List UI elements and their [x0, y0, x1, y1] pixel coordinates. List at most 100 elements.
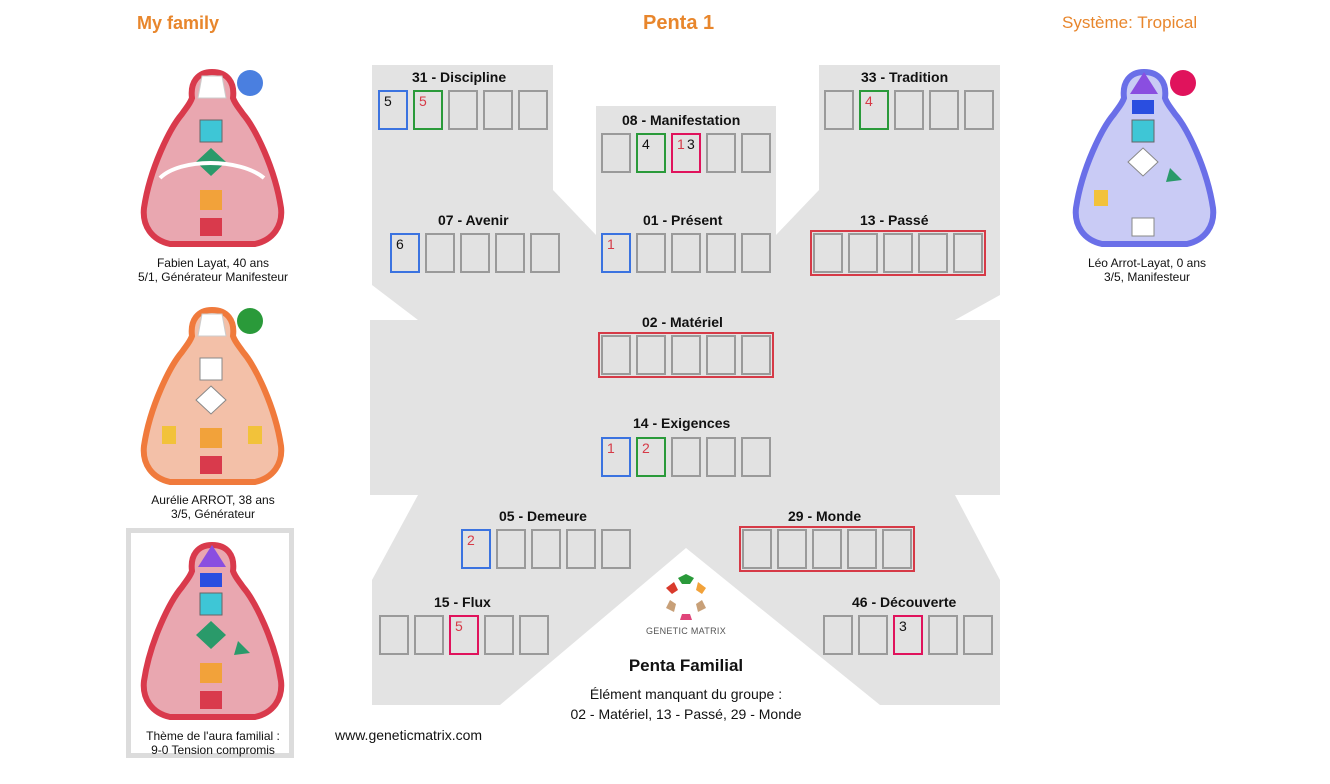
gate-box[interactable] [519, 615, 549, 655]
gate-box[interactable] [894, 90, 924, 130]
gate-29-title: 29 - Monde [788, 508, 862, 524]
gate-46-boxes: 3 [823, 615, 993, 655]
gate-box[interactable] [741, 233, 771, 273]
gate-33-boxes: 4 [824, 90, 994, 130]
gate-box[interactable] [953, 233, 983, 273]
gate-box[interactable] [847, 529, 877, 569]
line-number: 5 [419, 93, 427, 109]
person-fabien[interactable]: Fabien Layat, 40 ans 5/1, Générateur Man… [123, 256, 303, 284]
person-leo[interactable]: Léo Arrot-Layat, 0 ans 3/5, Manifesteur [1057, 256, 1237, 284]
gate-box[interactable]: 5 [413, 90, 443, 130]
gate-box[interactable]: 1 [601, 437, 631, 477]
line-number: 6 [396, 236, 404, 252]
logo-text: GENETIC MATRIX [645, 626, 727, 636]
gate-box[interactable] [741, 133, 771, 173]
gate-box[interactable] [636, 233, 666, 273]
gate-box[interactable] [636, 335, 666, 375]
gate-box[interactable] [414, 615, 444, 655]
gate-box[interactable] [742, 529, 772, 569]
line-number: 1 [607, 440, 615, 456]
gate-box[interactable]: 2 [461, 529, 491, 569]
person-type: 3/5, Générateur [170, 507, 256, 521]
gate-05-boxes: 2 [461, 529, 631, 569]
gate-14-title: 14 - Exigences [633, 415, 731, 431]
gate-box[interactable] [824, 90, 854, 130]
gate-box[interactable] [601, 529, 631, 569]
gate-box[interactable] [518, 90, 548, 130]
gate-box[interactable] [531, 529, 561, 569]
gate-box[interactable] [858, 615, 888, 655]
gate-box[interactable] [706, 335, 736, 375]
gate-box[interactable] [448, 90, 478, 130]
body-graph-aurelie[interactable] [140, 306, 285, 491]
gate-box[interactable]: 1 [601, 233, 631, 273]
gate-08-title: 08 - Manifestation [622, 112, 741, 128]
gate-box[interactable] [964, 90, 994, 130]
gate-box[interactable]: 3 [893, 615, 923, 655]
gate-box[interactable] [530, 233, 560, 273]
gate-box[interactable] [671, 437, 701, 477]
summary-title: Penta Familial [628, 656, 744, 675]
gate-box[interactable] [496, 529, 526, 569]
family-aura-caption: Thème de l'aura familial : 9-0 Tension c… [123, 729, 303, 757]
gate-box[interactable] [671, 335, 701, 375]
gate-box[interactable]: 4 [636, 133, 666, 173]
gate-box[interactable] [928, 615, 958, 655]
line-number: 3 [899, 618, 907, 634]
line-number: 4 [642, 136, 650, 152]
person-name: Fabien Layat, 40 ans [156, 256, 270, 270]
person-aurelie[interactable]: Aurélie ARROT, 38 ans 3/5, Générateur [123, 493, 303, 521]
system-label[interactable]: Système: Tropical [1062, 13, 1198, 32]
gate-box[interactable] [601, 335, 631, 375]
gate-box[interactable]: 4 [859, 90, 889, 130]
line-number: 2 [467, 532, 475, 548]
family-aura-frame[interactable] [126, 528, 294, 758]
body-graph-leo[interactable] [1072, 68, 1217, 253]
gate-46-title: 46 - Découverte [852, 594, 957, 610]
gate-box[interactable] [460, 233, 490, 273]
gate-box[interactable] [706, 233, 736, 273]
summary-line1: Élément manquant du groupe : [589, 686, 783, 702]
line-number: 5 [384, 93, 392, 109]
line-number: 5 [455, 618, 463, 634]
gate-box[interactable] [929, 90, 959, 130]
line-number: 2 [642, 440, 650, 456]
gate-15-title: 15 - Flux [434, 594, 491, 610]
gate-box[interactable] [741, 437, 771, 477]
gate-box[interactable] [566, 529, 596, 569]
gate-box[interactable] [671, 233, 701, 273]
gate-box[interactable] [483, 90, 513, 130]
gate-box[interactable] [823, 615, 853, 655]
gate-box[interactable] [882, 529, 912, 569]
person-color-dot-green [237, 308, 263, 334]
gate-box[interactable] [848, 233, 878, 273]
gate-box[interactable] [813, 233, 843, 273]
gate-box[interactable] [883, 233, 913, 273]
gate-box[interactable] [963, 615, 993, 655]
body-graph-fabien[interactable] [140, 68, 285, 253]
gate-box[interactable] [741, 335, 771, 375]
gate-box[interactable] [812, 529, 842, 569]
summary-line2: 02 - Matériel, 13 - Passé, 29 - Monde [570, 706, 802, 722]
gate-box[interactable] [495, 233, 525, 273]
gate-box[interactable] [918, 233, 948, 273]
gate-box[interactable]: 5 [449, 615, 479, 655]
gate-box[interactable] [425, 233, 455, 273]
gate-box[interactable] [777, 529, 807, 569]
gate-box[interactable] [379, 615, 409, 655]
gate-13-title: 13 - Passé [860, 212, 929, 228]
gate-box[interactable]: 6 [390, 233, 420, 273]
website-link[interactable]: www.geneticmatrix.com [335, 727, 483, 743]
body-graph-family-aura[interactable] [140, 541, 285, 726]
gate-box[interactable] [601, 133, 631, 173]
person-name: Aurélie ARROT, 38 ans [151, 493, 275, 507]
gate-box[interactable]: 5 [378, 90, 408, 130]
gate-box[interactable]: 2 [636, 437, 666, 477]
gate-box[interactable] [484, 615, 514, 655]
gate-box[interactable] [706, 437, 736, 477]
gate-01-boxes: 1 [601, 233, 771, 273]
gate-box[interactable] [706, 133, 736, 173]
